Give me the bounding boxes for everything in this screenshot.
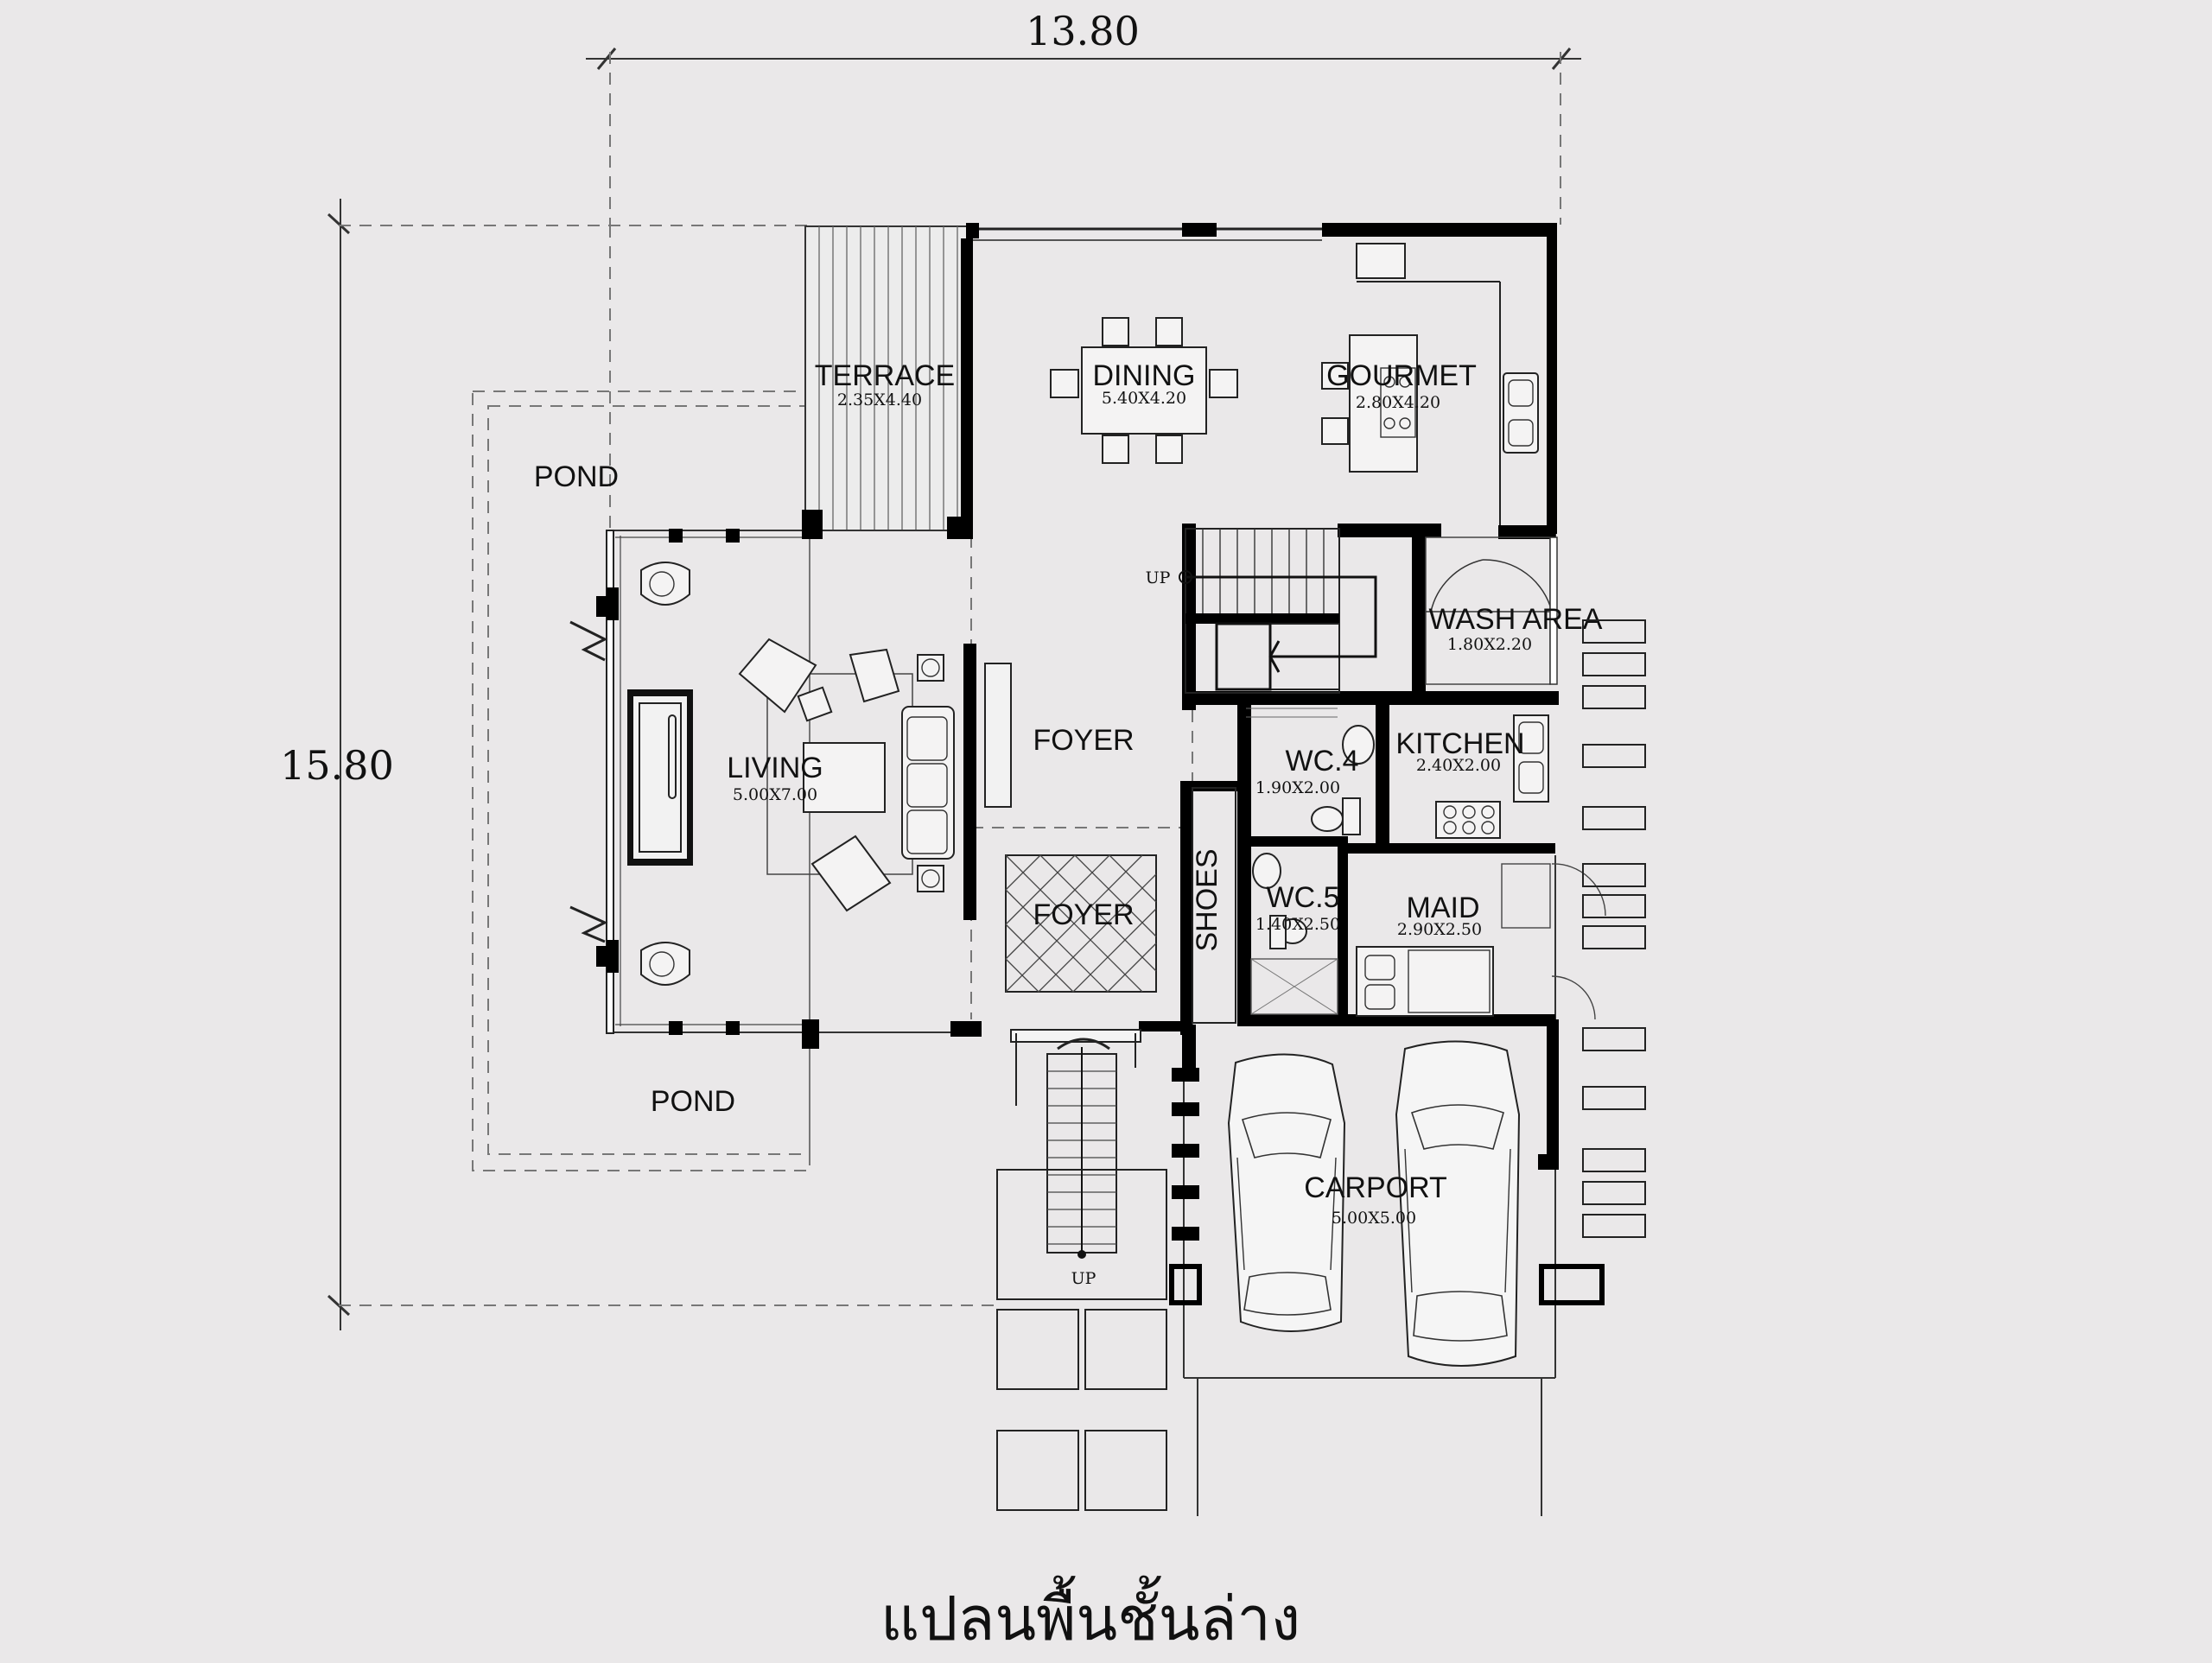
foyer-lower-label: FOYER [1033, 898, 1134, 931]
wc5-label: WC.5 [1267, 881, 1340, 914]
gourmet-size: 2.80X4.20 [1356, 393, 1440, 412]
kitchen-size: 2.40X2.00 [1416, 756, 1501, 775]
gourmet-label: GOURMET [1326, 359, 1477, 392]
wc4-size: 1.90X2.00 [1255, 778, 1340, 797]
plan-caption: แปลนพื้นชั้นล่าง [880, 1575, 1300, 1654]
overall-width-label: 13.80 [1026, 8, 1140, 54]
staircase-icon [1179, 528, 1377, 694]
dining-table-icon [1050, 317, 1238, 464]
foyer-upper-label: FOYER [1033, 724, 1134, 757]
kitchen-island-icon [1321, 243, 1539, 473]
pond-top-label: POND [534, 460, 619, 493]
living-walls [569, 529, 740, 1035]
entry-up-label: UP [1071, 1269, 1096, 1288]
shoes-label: SHOES [1191, 848, 1224, 951]
wc4-fixtures [1246, 708, 1375, 835]
dimension-lines [327, 48, 1581, 1330]
paving-tiles [996, 1309, 1167, 1511]
maid-size: 2.90X2.50 [1397, 920, 1482, 939]
terrace-label: TERRACE [815, 359, 955, 392]
kitchen-label: KITCHEN [1395, 727, 1524, 760]
wash-area-label: WASH AREA [1429, 603, 1603, 636]
dining-label: DINING [1093, 359, 1196, 392]
maid-bed-icon [1356, 863, 1606, 1020]
fireplace-icon [627, 689, 693, 866]
living-label: LIVING [727, 752, 823, 784]
wc4-label: WC.4 [1286, 745, 1359, 778]
foyer-rug [1005, 854, 1157, 993]
terrace-size: 2.35X4.40 [837, 390, 922, 409]
terrace-deck [804, 225, 972, 531]
stair-up-label: UP [1146, 568, 1171, 587]
wc5-fixtures [1250, 853, 1338, 1015]
kitchen-fixtures [1435, 714, 1549, 839]
sofa-set-icon [738, 638, 955, 912]
pond-bottom-label: POND [651, 1085, 735, 1118]
wash-area-size: 1.80X2.20 [1447, 635, 1532, 654]
carport-size: 5.00X5.00 [1332, 1209, 1416, 1228]
carport-posts [1169, 1025, 1605, 1305]
wash-area-fixtures [1425, 536, 1558, 685]
stepping-pads [1582, 619, 1646, 1238]
car-icon [1395, 1040, 1521, 1367]
armchair-icon [640, 562, 690, 986]
living-divider [964, 644, 1012, 920]
living-size: 5.00X7.00 [733, 785, 817, 804]
overall-depth-label: 15.80 [280, 742, 394, 789]
wc5-size: 1.40X2.50 [1255, 915, 1340, 934]
shoes-cabinet [1192, 787, 1236, 1024]
car-icon [1227, 1053, 1346, 1332]
entry-stairs [996, 1029, 1167, 1300]
carport-label: CARPORT [1304, 1171, 1447, 1204]
dining-size: 5.40X4.20 [1102, 389, 1186, 408]
maid-label: MAID [1407, 892, 1480, 924]
